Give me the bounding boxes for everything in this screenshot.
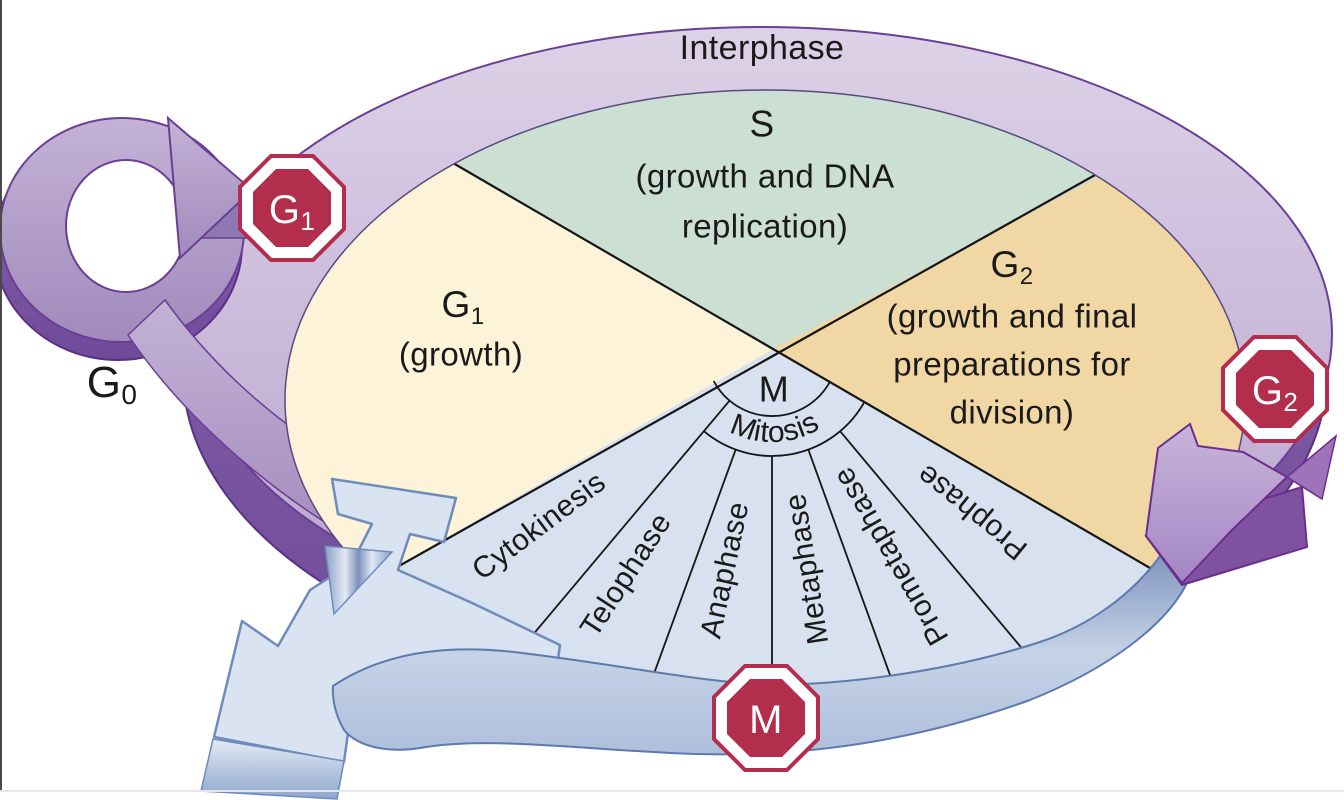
divider-metaphase-prometaphase	[807, 449, 899, 698]
g2-phase-name: G2	[991, 244, 1034, 290]
page-bottom-edge	[0, 790, 1344, 792]
checkpoint-g2-label: G2	[1252, 369, 1298, 417]
g2-phase-desc-2: preparations for	[893, 346, 1131, 383]
divider-cytokinesis-telophase	[509, 400, 731, 663]
checkpoint-g2-stop-sign: G2	[1221, 335, 1329, 443]
checkpoint-g1-stop-sign: G1	[238, 154, 346, 262]
g2-arrowhead-icon	[1144, 422, 1289, 585]
g2-phase-desc-1: (growth and final	[887, 298, 1138, 335]
g1-phase-desc: (growth)	[399, 336, 523, 373]
interphase-label: Interphase	[680, 29, 845, 67]
checkpoint-m-label: M	[749, 698, 783, 742]
fork-arrow-front-face	[200, 738, 345, 800]
stop-sign-core	[1236, 350, 1314, 428]
mitosis-arc	[703, 400, 866, 457]
s-phase-desc-2: replication)	[682, 208, 848, 245]
m-inner-arc	[712, 380, 832, 417]
s-phase-desc-1: (growth and DNA	[635, 158, 894, 195]
boundary-g1s-g2m	[452, 162, 1163, 576]
m-phase-name: M	[759, 369, 789, 410]
m-subdivisions	[509, 380, 1031, 710]
m-phase-band-arrow	[331, 550, 1188, 756]
fork-arrow-side-face	[324, 545, 394, 616]
page-left-edge	[0, 0, 2, 792]
g0-loop-hole	[65, 159, 187, 293]
s-phase-name: S	[749, 104, 774, 145]
g1-phase-name: G1	[442, 284, 485, 330]
g2-arrow-fold	[1285, 434, 1338, 501]
checkpoint-m-stop-sign: M	[712, 664, 820, 772]
sector-boundaries	[373, 162, 1163, 581]
stop-sign-core	[253, 169, 331, 247]
g0-label: G0	[87, 358, 138, 410]
boundary-sg2-mg1	[373, 174, 1096, 581]
divider-prometaphase-prophase	[839, 430, 1031, 659]
g0-arrowhead-icon	[166, 115, 254, 261]
checkpoint-g1-label: G1	[269, 188, 315, 236]
g2-entry-arrow	[1144, 422, 1338, 587]
divider-telophase-anaphase	[643, 449, 737, 702]
stop-sign-core	[727, 679, 805, 757]
g2-phase-desc-3: division)	[950, 394, 1075, 431]
